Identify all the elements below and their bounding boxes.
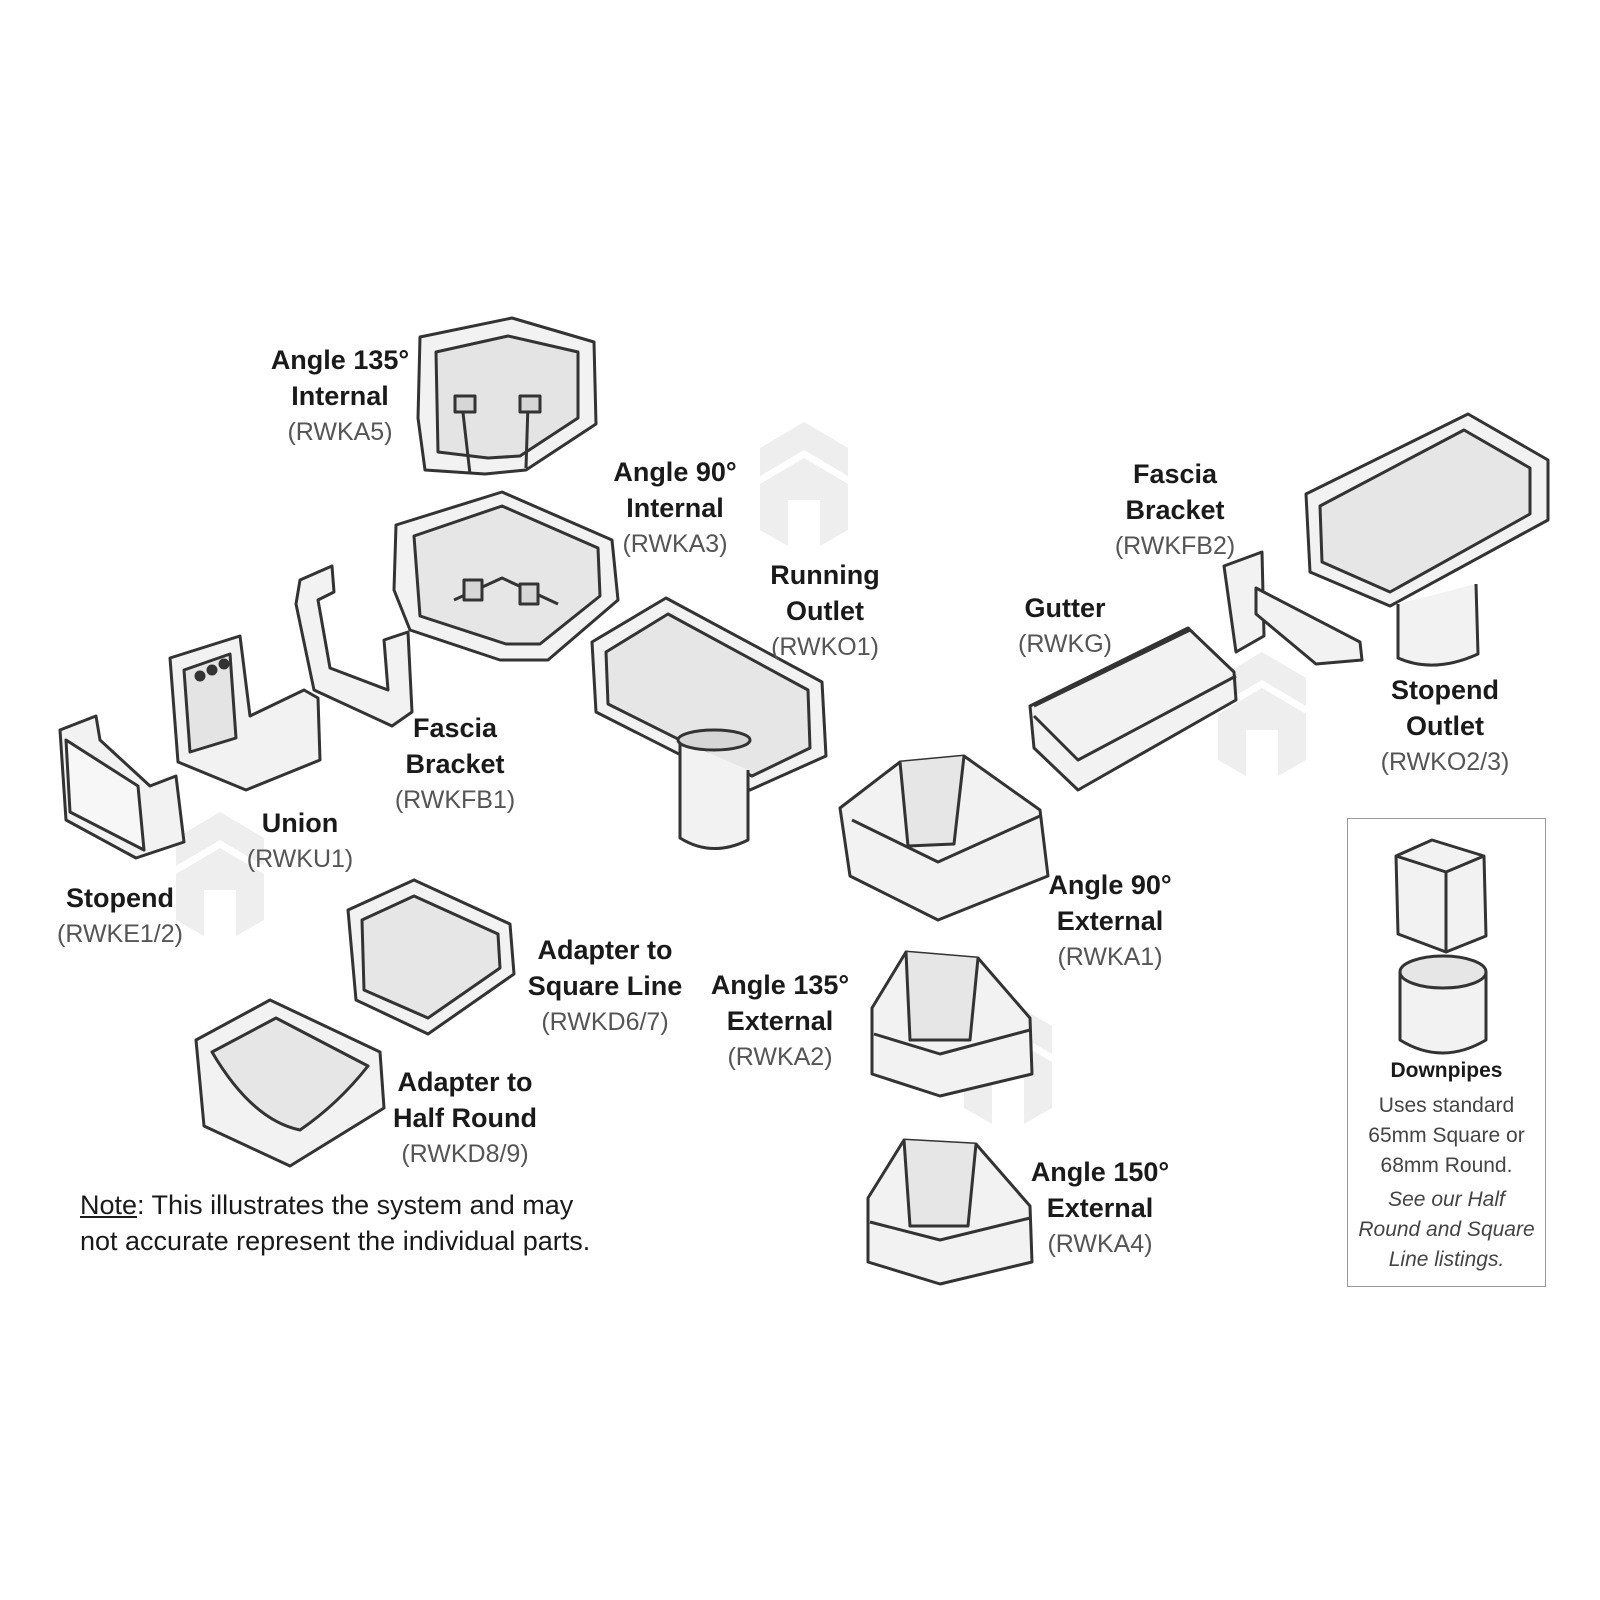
- label-union: Union (RWKU1): [205, 805, 395, 877]
- label-title: Half Round: [393, 1103, 537, 1133]
- label-title: Adapter to: [397, 1067, 533, 1097]
- label-title: Fascia: [1132, 459, 1218, 489]
- label-title: External: [1046, 1193, 1154, 1223]
- disclaimer-note: Note: This illustrates the system and ma…: [80, 1187, 590, 1259]
- fascia-bracket-1-part: [294, 564, 414, 728]
- label-code: (RWKD8/9): [401, 1140, 529, 1168]
- running-outlet-part: [590, 596, 828, 850]
- downpipes-info-box: Downpipes Uses standard 65mm Square or 6…: [1347, 818, 1546, 1287]
- angle-135-external-part: [870, 950, 1034, 1098]
- downpipes-italic-line: See our Half: [1388, 1188, 1505, 1211]
- note-line-1: : This illustrates the system and may: [137, 1190, 574, 1220]
- label-code: (RWKA1): [1057, 943, 1163, 971]
- angle-90-internal-part: [392, 490, 620, 662]
- stopend-outlet-part: [1304, 412, 1550, 667]
- label-adapter-square: Adapter to Square Line (RWKD6/7): [505, 932, 705, 1040]
- downpipes-italic-line: Line listings.: [1388, 1248, 1505, 1271]
- label-running-outlet: Running Outlet (RWKO1): [730, 557, 920, 665]
- label-title: Bracket: [1125, 495, 1225, 525]
- adapter-square-part: [346, 878, 516, 1036]
- fascia-bracket-2-part: [1222, 550, 1364, 666]
- label-code: (RWKU1): [246, 845, 354, 873]
- downpipes-description: Uses standard 65mm Square or 68mm Round.: [1348, 1091, 1545, 1181]
- label-title: Stopend: [66, 883, 174, 913]
- label-code: (RWKA3): [622, 530, 728, 558]
- label-title: Angle 135°: [270, 345, 410, 375]
- label-title: Fascia: [412, 713, 498, 743]
- label-title: Angle 150°: [1030, 1157, 1170, 1187]
- label-title: External: [1056, 906, 1164, 936]
- label-fascia-bracket-2: Fascia Bracket (RWKFB2): [1080, 456, 1270, 564]
- label-title: External: [726, 1006, 834, 1036]
- label-adapter-half-round: Adapter to Half Round (RWKD8/9): [365, 1064, 565, 1172]
- label-title: Outlet: [1406, 711, 1484, 741]
- label-fascia-bracket-1: Fascia Bracket (RWKFB1): [360, 710, 550, 818]
- label-title: Square Line: [527, 971, 683, 1001]
- label-code: (RWKD6/7): [541, 1008, 669, 1036]
- label-title: Outlet: [786, 596, 864, 626]
- label-stopend: Stopend (RWKE1/2): [25, 880, 215, 952]
- gutter-part: [1028, 626, 1238, 792]
- label-title: Internal: [291, 381, 389, 411]
- label-title: Adapter to: [537, 935, 673, 965]
- adapter-half-round-part: [194, 998, 386, 1168]
- union-part: [168, 634, 322, 792]
- downpipes-italic-line: Round and Square: [1358, 1218, 1535, 1241]
- label-code: (RWKG): [1018, 630, 1112, 658]
- downpipes-line: 65mm Square or: [1368, 1124, 1525, 1147]
- label-code: (RWKA2): [727, 1043, 833, 1071]
- label-code: (RWKFB2): [1114, 532, 1236, 560]
- label-angle-135-internal: Angle 135° Internal (RWKA5): [245, 342, 435, 450]
- label-code: (RWKO1): [771, 633, 879, 661]
- label-gutter: Gutter (RWKG): [980, 590, 1150, 662]
- label-title: Gutter: [1024, 593, 1106, 623]
- label-stopend-outlet: Stopend Outlet (RWKO2/3): [1350, 672, 1540, 780]
- angle-150-external-part: [866, 1138, 1034, 1286]
- label-title: Angle 135°: [710, 970, 850, 1000]
- note-prefix: Note: [80, 1190, 138, 1220]
- label-title: Bracket: [405, 749, 505, 779]
- angle-135-internal-part: [416, 316, 598, 476]
- label-title: Union: [261, 808, 339, 838]
- label-angle-135-external: Angle 135° External (RWKA2): [680, 967, 880, 1075]
- downpipes-line: 68mm Round.: [1380, 1154, 1513, 1177]
- label-angle-90-internal: Angle 90° Internal (RWKA3): [580, 454, 770, 562]
- label-angle-150-external: Angle 150° External (RWKA4): [1000, 1154, 1200, 1262]
- label-title: Internal: [626, 493, 724, 523]
- label-code: (RWKE1/2): [57, 920, 183, 948]
- downpipe-square-part: [1394, 838, 1488, 954]
- downpipes-title: Downpipes: [1390, 1059, 1503, 1082]
- stopend-part: [58, 714, 186, 860]
- label-angle-90-external: Angle 90° External (RWKA1): [1015, 867, 1205, 975]
- downpipe-round-part: [1398, 954, 1488, 1055]
- label-code: (RWKA5): [287, 418, 393, 446]
- downpipes-line: Uses standard: [1378, 1094, 1515, 1117]
- label-title: Stopend: [1391, 675, 1499, 705]
- angle-90-external-part: [838, 754, 1050, 922]
- label-title: Angle 90°: [613, 457, 737, 487]
- label-code: (RWKO2/3): [1380, 748, 1510, 776]
- label-title: Running: [770, 560, 880, 590]
- downpipes-see-listings: See our Half Round and Square Line listi…: [1348, 1185, 1545, 1275]
- label-code: (RWKA4): [1047, 1230, 1153, 1258]
- label-code: (RWKFB1): [394, 786, 516, 814]
- label-title: Angle 90°: [1048, 870, 1172, 900]
- note-line-2: not accurate represent the individual pa…: [80, 1226, 591, 1256]
